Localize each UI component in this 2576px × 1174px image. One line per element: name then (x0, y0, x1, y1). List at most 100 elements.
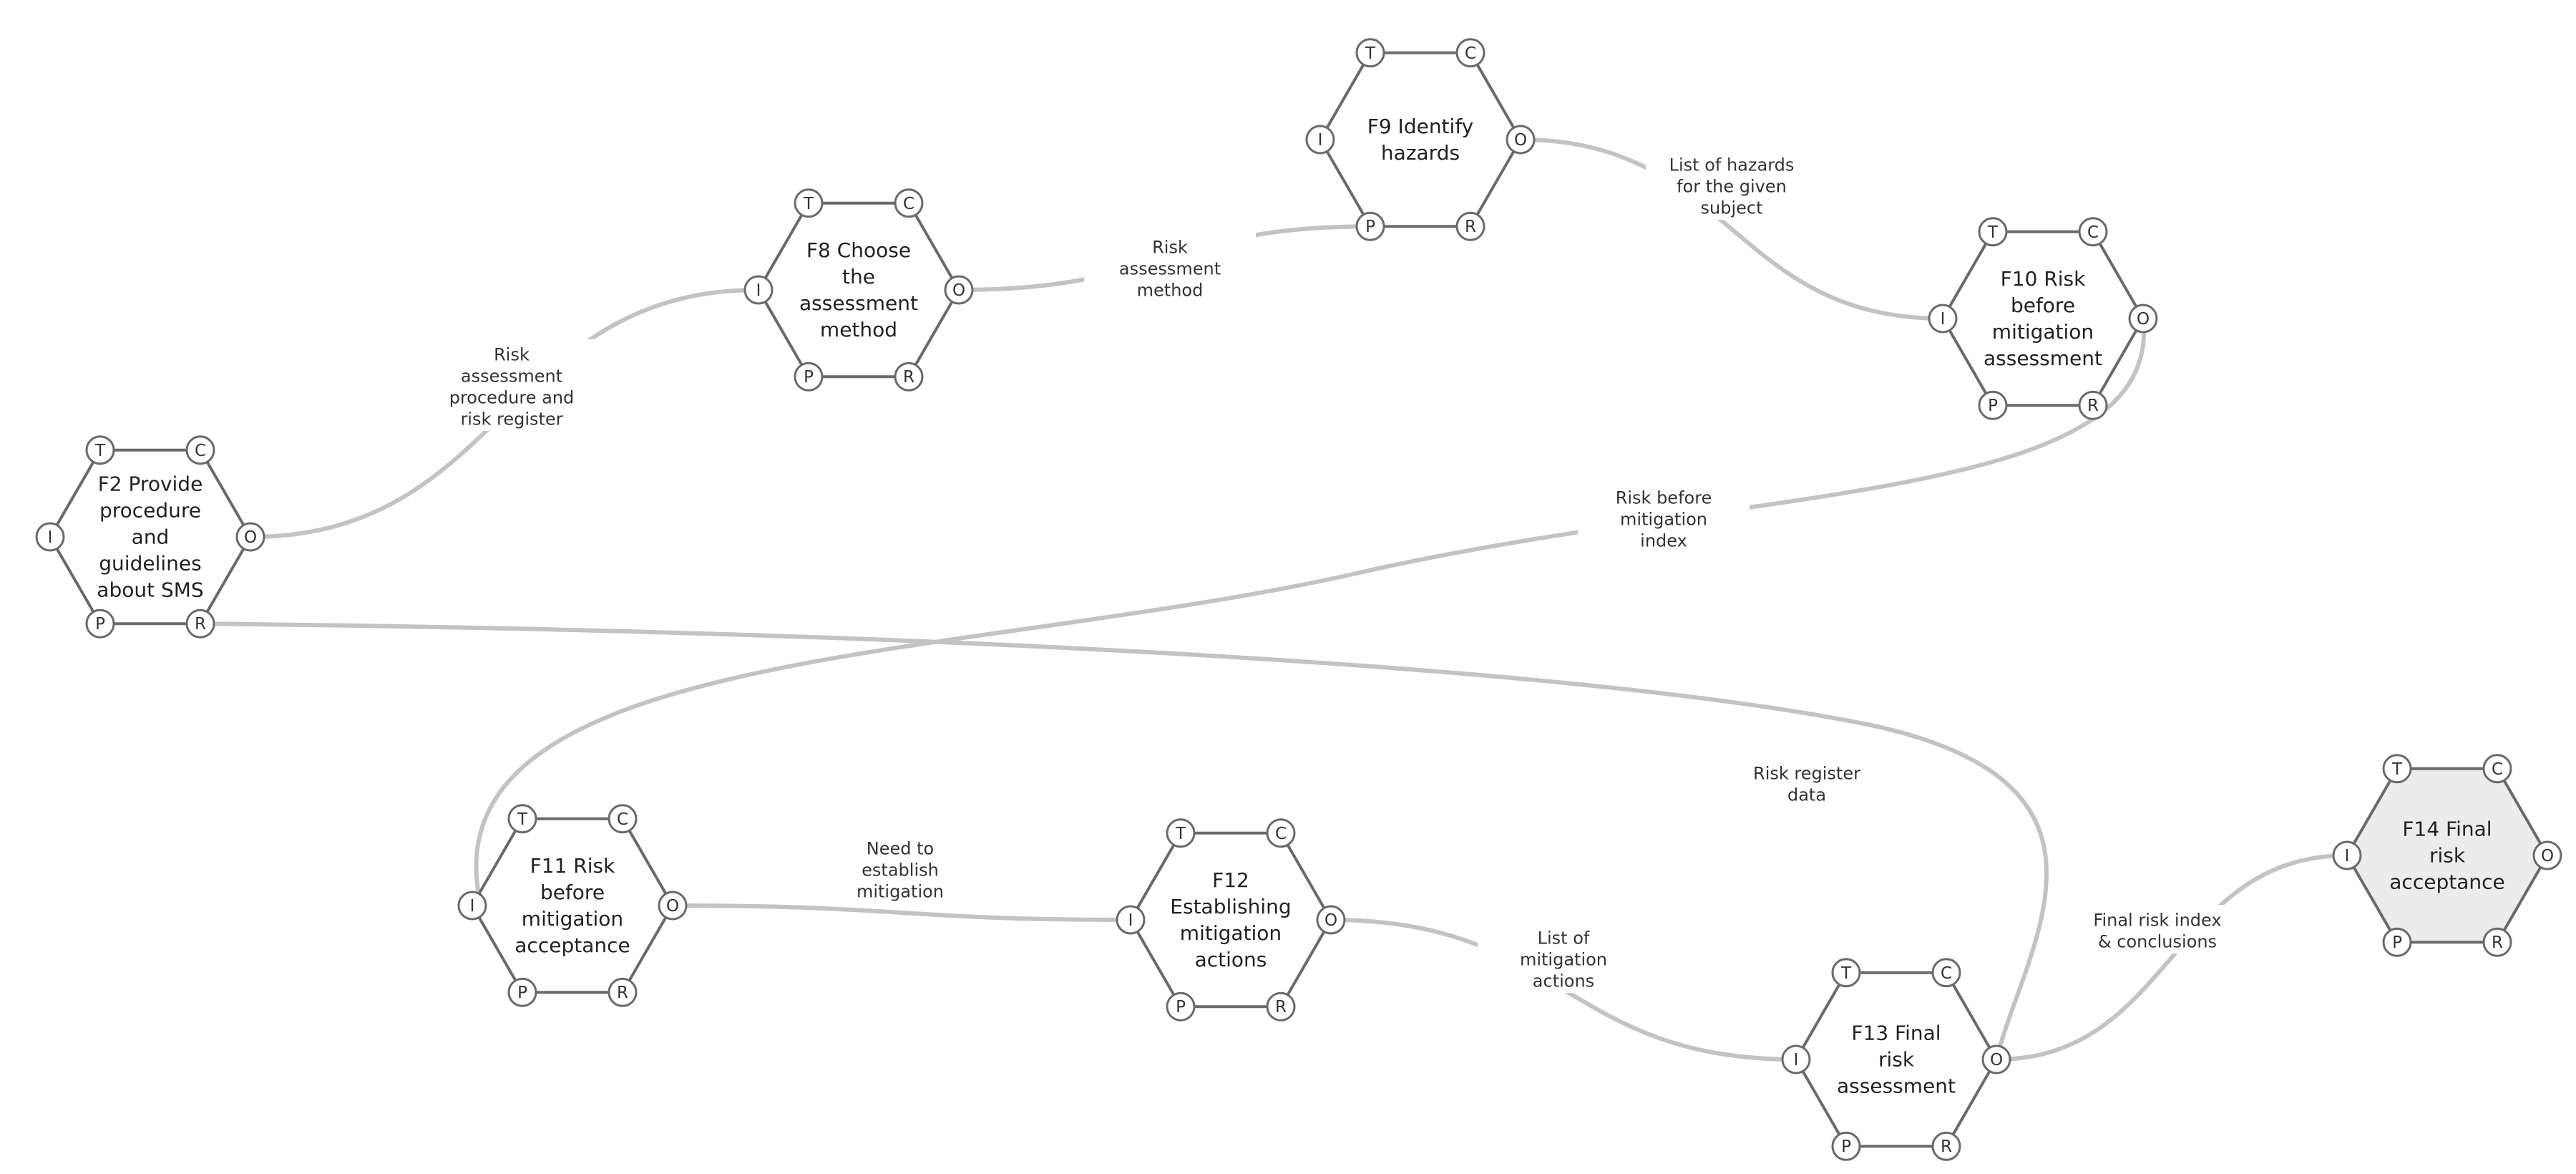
function-hexagon[interactable] (470, 817, 675, 994)
aspect-r[interactable]: R (185, 608, 215, 639)
aspect-p[interactable]: P (1355, 211, 1385, 241)
aspect-r[interactable]: R (2482, 927, 2512, 957)
aspect-circle[interactable] (1928, 304, 1958, 334)
aspect-circle[interactable] (185, 435, 215, 465)
aspect-circle[interactable] (1831, 958, 1861, 988)
aspect-circle[interactable] (743, 275, 774, 305)
aspect-circle[interactable] (1355, 211, 1385, 241)
aspect-i[interactable]: I (1781, 1044, 1811, 1074)
function-hexagon[interactable] (1318, 51, 1523, 228)
aspect-circle[interactable] (2128, 304, 2158, 334)
aspect-r[interactable]: R (1266, 991, 1296, 1022)
aspect-circle[interactable] (608, 977, 638, 1007)
aspect-circle[interactable] (85, 608, 115, 639)
aspect-circle[interactable] (894, 188, 924, 218)
aspect-circle[interactable] (457, 891, 487, 921)
aspect-p[interactable]: P (1978, 390, 2008, 420)
aspect-p[interactable]: P (794, 362, 824, 392)
aspect-o[interactable]: O (2128, 304, 2158, 334)
aspect-circle[interactable] (1931, 958, 1961, 988)
aspect-circle[interactable] (944, 275, 974, 305)
aspect-circle[interactable] (1981, 1044, 2011, 1074)
aspect-circle[interactable] (1166, 991, 1196, 1022)
aspect-circle[interactable] (1781, 1044, 1811, 1074)
aspect-c[interactable]: C (185, 435, 215, 465)
aspect-circle[interactable] (1305, 125, 1335, 155)
aspect-c[interactable]: C (894, 188, 924, 218)
aspect-circle[interactable] (2078, 390, 2108, 420)
aspect-circle[interactable] (85, 435, 115, 465)
aspect-circle[interactable] (1931, 1131, 1961, 1161)
aspect-i[interactable]: I (1305, 125, 1335, 155)
aspect-t[interactable]: T (2382, 754, 2412, 784)
aspect-t[interactable]: T (794, 188, 824, 218)
aspect-o[interactable]: O (944, 275, 974, 305)
aspect-circle[interactable] (1455, 38, 1485, 68)
aspect-circle[interactable] (235, 522, 265, 552)
aspect-circle[interactable] (1116, 905, 1146, 935)
aspect-circle[interactable] (2382, 754, 2412, 784)
aspect-circle[interactable] (2382, 927, 2412, 957)
aspect-circle[interactable] (1978, 217, 2008, 247)
aspect-circle[interactable] (35, 522, 65, 552)
aspect-t[interactable]: T (1166, 818, 1196, 848)
aspect-circle[interactable] (185, 608, 215, 639)
aspect-o[interactable]: O (1316, 905, 1346, 935)
aspect-c[interactable]: C (1266, 818, 1296, 848)
aspect-circle[interactable] (1831, 1131, 1861, 1161)
aspect-c[interactable]: C (608, 804, 638, 834)
aspect-o[interactable]: O (2532, 840, 2562, 870)
function-hexagon[interactable] (1941, 230, 2145, 407)
aspect-t[interactable]: T (1355, 38, 1385, 68)
aspect-circle[interactable] (1316, 905, 1346, 935)
function-hexagon[interactable] (756, 201, 961, 379)
aspect-p[interactable]: P (1166, 991, 1196, 1022)
aspect-circle[interactable] (507, 977, 537, 1007)
aspect-circle[interactable] (507, 804, 537, 834)
aspect-c[interactable]: C (1931, 958, 1961, 988)
aspect-i[interactable]: I (743, 275, 774, 305)
aspect-c[interactable]: C (2078, 217, 2108, 247)
aspect-i[interactable]: I (1116, 905, 1146, 935)
aspect-circle[interactable] (2078, 217, 2108, 247)
aspect-o[interactable]: O (658, 891, 688, 921)
aspect-circle[interactable] (2482, 927, 2512, 957)
aspect-i[interactable]: I (1928, 304, 1958, 334)
aspect-circle[interactable] (1455, 211, 1485, 241)
aspect-circle[interactable] (1355, 38, 1385, 68)
aspect-c[interactable]: C (1455, 38, 1485, 68)
aspect-circle[interactable] (2482, 754, 2512, 784)
aspect-circle[interactable] (1166, 818, 1196, 848)
aspect-circle[interactable] (794, 362, 824, 392)
aspect-r[interactable]: R (894, 362, 924, 392)
aspect-t[interactable]: T (507, 804, 537, 834)
aspect-r[interactable]: R (2078, 390, 2108, 420)
aspect-t[interactable]: T (85, 435, 115, 465)
aspect-circle[interactable] (894, 362, 924, 392)
aspect-o[interactable]: O (1506, 125, 1536, 155)
aspect-r[interactable]: R (1931, 1131, 1961, 1161)
aspect-r[interactable]: R (1455, 211, 1485, 241)
aspect-circle[interactable] (1266, 991, 1296, 1022)
aspect-i[interactable]: I (457, 891, 487, 921)
aspect-circle[interactable] (658, 891, 688, 921)
aspect-circle[interactable] (794, 188, 824, 218)
function-hexagon[interactable] (1128, 831, 1333, 1009)
aspect-circle[interactable] (608, 804, 638, 834)
aspect-circle[interactable] (1266, 818, 1296, 848)
aspect-circle[interactable] (2532, 840, 2562, 870)
aspect-p[interactable]: P (85, 608, 115, 639)
aspect-r[interactable]: R (608, 977, 638, 1007)
aspect-t[interactable]: T (1831, 958, 1861, 988)
aspect-circle[interactable] (1506, 125, 1536, 155)
aspect-c[interactable]: C (2482, 754, 2512, 784)
aspect-p[interactable]: P (2382, 927, 2412, 957)
aspect-p[interactable]: P (507, 977, 537, 1007)
